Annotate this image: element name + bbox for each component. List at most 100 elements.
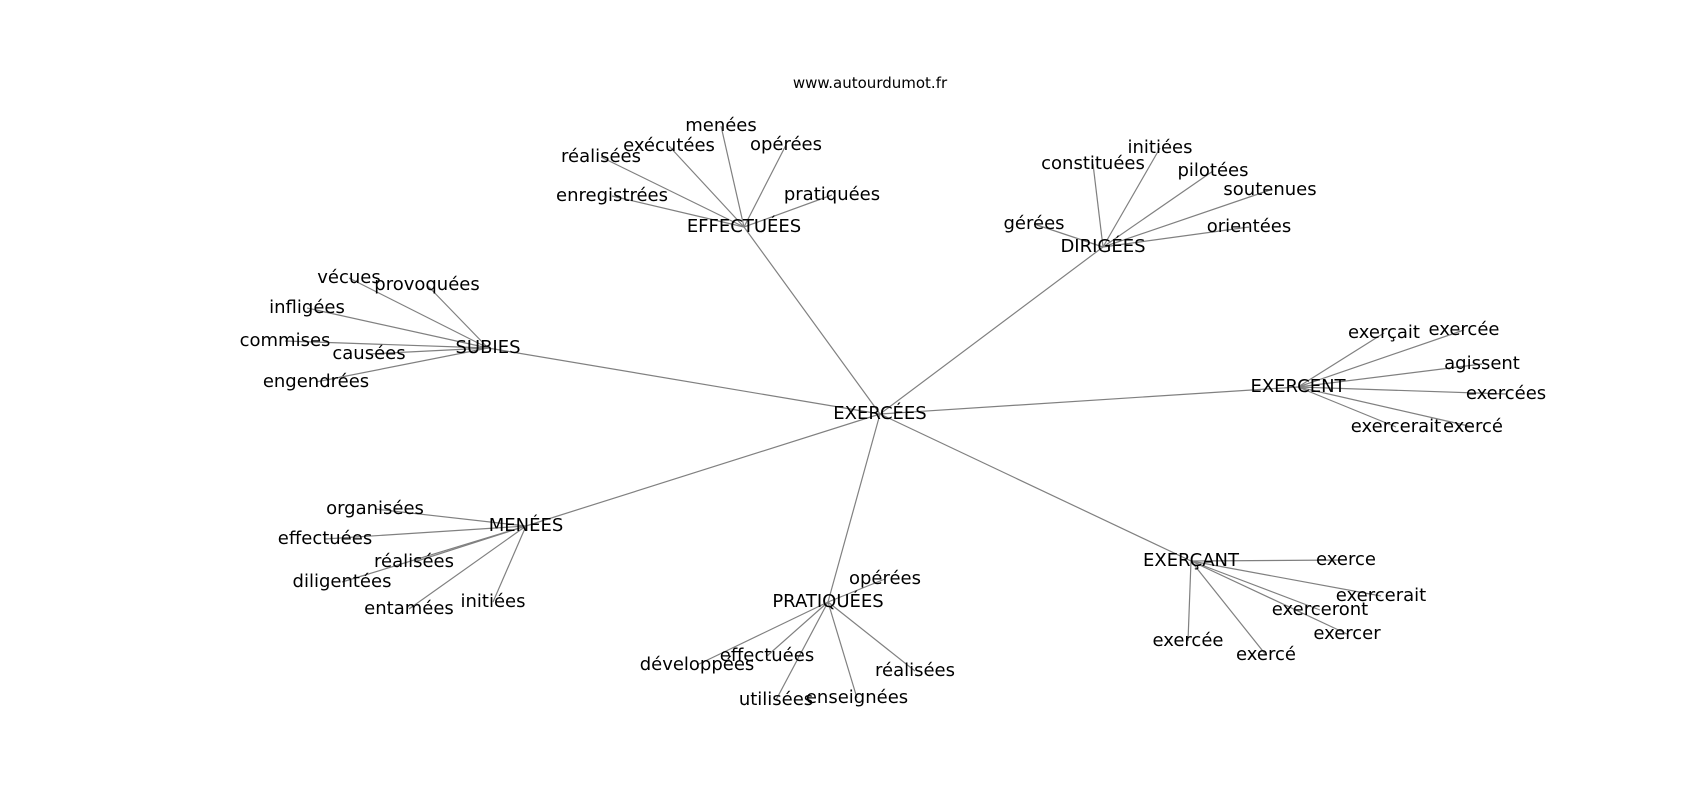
edge-group-to-word	[1102, 189, 1271, 248]
center-node-label: EXERCÉES	[833, 402, 926, 424]
edge-group-to-word	[720, 125, 745, 228]
edge-group-to-word	[408, 525, 527, 610]
edge-group-to-word	[668, 145, 745, 228]
edge-group-to-word	[1190, 560, 1321, 611]
edge-group-to-word	[766, 601, 829, 657]
word-node-label: menées	[685, 115, 757, 136]
word-node-label: orientées	[1207, 216, 1291, 237]
word-node-label: opérées	[849, 568, 921, 589]
word-node-label: exercé	[1236, 644, 1296, 665]
edge-group-to-word	[1190, 559, 1347, 562]
edge-center-to-group	[487, 347, 881, 415]
word-node-label: gérées	[1003, 213, 1064, 234]
word-node-label: exercerait	[1336, 585, 1426, 606]
word-node-label: commises	[240, 330, 331, 351]
edge-group-to-word	[374, 508, 527, 527]
edge-group-to-word	[600, 156, 745, 228]
group-node-label: EXERCENT	[1250, 376, 1346, 397]
edge-group-to-word	[1297, 332, 1385, 388]
word-node-label: exercer	[1313, 623, 1381, 644]
edge-group-to-word	[324, 525, 527, 540]
edge-group-to-word	[827, 601, 916, 672]
edge-center-to-group	[525, 413, 881, 527]
edge-group-to-word	[1297, 329, 1465, 388]
word-node-label: exerçait	[1348, 322, 1420, 343]
edge-group-to-word	[1102, 170, 1214, 248]
edge-group-to-word	[341, 525, 527, 583]
word-node-label: exercée	[1429, 319, 1500, 340]
word-node-label: effectuées	[278, 528, 372, 549]
word-node-label: soutenues	[1223, 179, 1316, 200]
word-node-label: agissent	[1444, 353, 1520, 374]
group-node-label: EFFECTUÉES	[687, 215, 801, 237]
word-node-label: effectuées	[720, 645, 814, 666]
edge-center-to-group	[827, 413, 881, 603]
word-node-label: constituées	[1041, 153, 1145, 174]
edge-group-to-word	[1092, 163, 1104, 248]
word-node-label: exerceront	[1272, 599, 1368, 620]
group-node-label: PRATIQUÉES	[772, 590, 883, 612]
word-node-label: initiées	[461, 591, 526, 612]
word-node-label: enseignées	[806, 687, 908, 708]
edge-group-to-word	[827, 578, 886, 603]
word-node-label: réalisées	[875, 660, 955, 681]
edge-group-to-word	[1190, 560, 1348, 635]
word-node-label: enregistrées	[556, 185, 668, 206]
edge-group-to-word	[775, 601, 829, 701]
word-node-label: réalisées	[561, 146, 641, 167]
word-node-label: exécutées	[623, 135, 715, 156]
edge-group-to-word	[1187, 560, 1192, 642]
word-node-label: exerce	[1316, 549, 1376, 570]
word-node-label: pratiquées	[784, 184, 880, 205]
edge-group-to-word	[1297, 386, 1507, 395]
edge-group-to-word	[1190, 560, 1267, 656]
word-node-label: développées	[640, 654, 755, 675]
edge-center-to-group	[879, 413, 1192, 562]
source-watermark: www.autourdumot.fr	[793, 74, 948, 92]
edge-group-to-word	[1297, 363, 1483, 388]
word-node-label: initiées	[1128, 137, 1193, 158]
edge-group-to-word	[1297, 386, 1397, 428]
word-node-label: pilotées	[1177, 160, 1248, 181]
edge-group-to-word	[743, 194, 833, 228]
edge-group-to-word	[315, 347, 489, 383]
word-node-label: provoquées	[374, 274, 479, 295]
edge-center-to-group	[879, 246, 1104, 415]
group-node-label: DIRIGÉES	[1060, 235, 1145, 257]
word-node-label: opérées	[750, 134, 822, 155]
word-node-label: diligentées	[293, 571, 392, 592]
edge-group-to-word	[1297, 386, 1474, 428]
word-node-label: exercées	[1466, 383, 1546, 404]
edge-group-to-word	[1190, 560, 1382, 597]
group-node-label: SUBIES	[455, 337, 520, 358]
edge-group-to-word	[827, 601, 858, 699]
edge-group-to-word	[1102, 147, 1161, 248]
edge-group-to-word	[426, 284, 489, 349]
edge-group-to-word	[611, 195, 745, 228]
edge-center-to-group	[879, 386, 1299, 415]
edge-group-to-word	[348, 277, 489, 349]
edge-group-to-word	[696, 601, 829, 666]
word-node-label: infligées	[269, 297, 345, 318]
edge-center-to-group	[743, 226, 881, 415]
word-node-label: exercé	[1443, 416, 1503, 437]
edge-group-to-word	[284, 340, 489, 349]
word-node-label: exercerait	[1351, 416, 1441, 437]
group-node-label: MENÉES	[489, 514, 564, 536]
word-node-label: réalisées	[374, 551, 454, 572]
edge-group-to-word	[1033, 223, 1104, 248]
edge-group-to-word	[306, 307, 489, 349]
edge-group-to-word	[1102, 226, 1250, 248]
word-node-label: utilisées	[739, 689, 813, 710]
word-node-label: exercée	[1153, 630, 1224, 651]
word-node-label: organisées	[326, 498, 424, 519]
word-node-label: engendrées	[263, 371, 369, 392]
graph-labels: EXERCÉESEFFECTUÉESréaliséesexécutéesmené…	[240, 115, 1547, 710]
group-node-label: EXERÇANT	[1143, 550, 1240, 571]
edge-group-to-word	[368, 347, 489, 355]
graph-edges	[284, 125, 1507, 701]
word-node-label: vécues	[317, 267, 380, 288]
word-node-label: entamées	[364, 598, 454, 619]
word-node-label: causées	[332, 343, 405, 364]
